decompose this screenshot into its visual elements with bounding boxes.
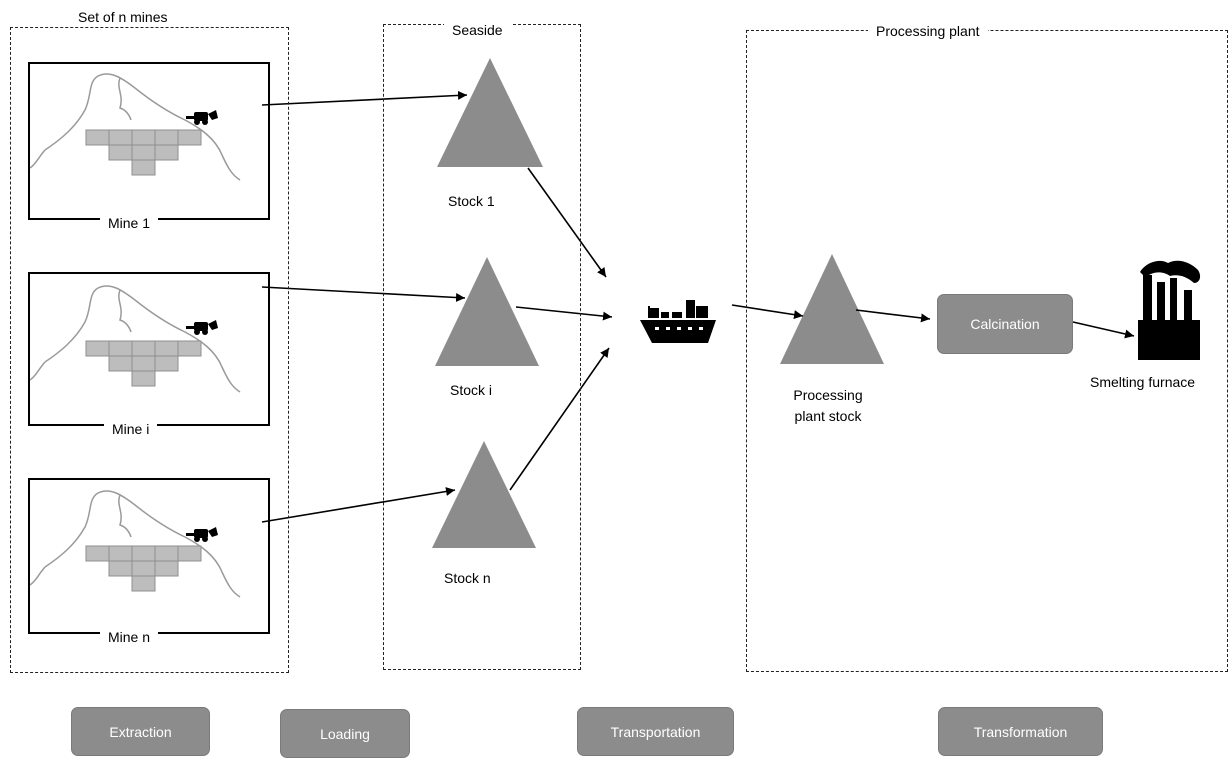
arrow-mine1-stock1	[261, 90, 468, 106]
excavator-icon	[186, 110, 218, 542]
group-mines-title: Set of n mines	[70, 8, 176, 26]
stage-loading: Loading	[280, 709, 410, 758]
mine-n-box	[28, 478, 270, 634]
group-processing-plant-title: Processing plant	[868, 22, 988, 40]
arrow-stock1-ship	[527, 167, 607, 278]
pit-block	[131, 575, 156, 592]
pit-block	[177, 129, 202, 146]
arrow-minen-stockn	[261, 487, 456, 523]
factory-icon	[1138, 260, 1201, 360]
mine-n-label: Mine n	[100, 628, 159, 646]
pit-block	[154, 355, 179, 372]
pit-block	[177, 545, 202, 562]
pit-block	[131, 159, 156, 176]
pit-blocks	[85, 129, 202, 592]
processing-plant-stock-label-line2: plant stock	[794, 408, 862, 424]
flow-arrows	[261, 90, 1135, 523]
stock-1-label: Stock 1	[448, 193, 495, 209]
processing-plant-stock-label: Processing plant stock	[778, 385, 878, 427]
stage-transformation: Transformation	[938, 707, 1103, 756]
pit-block	[131, 370, 156, 387]
pit-block	[154, 560, 179, 577]
arrow-calcination-furnace	[1072, 321, 1135, 339]
stage-transportation: Transportation	[577, 707, 734, 756]
mine-1-pit-icon	[29, 73, 241, 181]
stock-n-pile	[432, 441, 536, 548]
arrow-ship-plantstock	[731, 304, 804, 320]
group-mines	[10, 27, 289, 673]
pit-block	[154, 144, 179, 161]
stock-n-label: Stock n	[444, 570, 491, 586]
group-seaside-title: Seaside	[444, 21, 511, 39]
calcination-box: Calcination	[937, 294, 1073, 354]
arrow-stocki-ship	[515, 306, 613, 321]
arrow-minei-stocki	[261, 286, 466, 303]
mine-i-pit-icon	[29, 285, 241, 393]
mine-n-pit-icon	[29, 490, 241, 598]
arrow-plantstock-calcination	[855, 309, 931, 323]
pit-block	[177, 340, 202, 357]
processing-plant-stock-label-line1: Processing	[793, 387, 863, 403]
stage-extraction: Extraction	[71, 707, 210, 756]
stock-1-pile	[437, 58, 543, 167]
mine-i-label: Mine i	[104, 420, 158, 438]
arrow-stockn-ship	[509, 347, 610, 491]
cargo-ship-icon	[640, 300, 716, 343]
processing-plant-stock-pile	[780, 254, 884, 364]
stock-i-pile	[435, 257, 539, 366]
smelting-furnace-label: Smelting furnace	[1090, 374, 1196, 390]
mine-1-label: Mine 1	[100, 214, 159, 232]
ship-windows	[655, 327, 703, 330]
mine-i-box	[28, 272, 270, 426]
stock-i-label: Stock i	[450, 382, 493, 398]
mine-1-box	[28, 62, 270, 220]
